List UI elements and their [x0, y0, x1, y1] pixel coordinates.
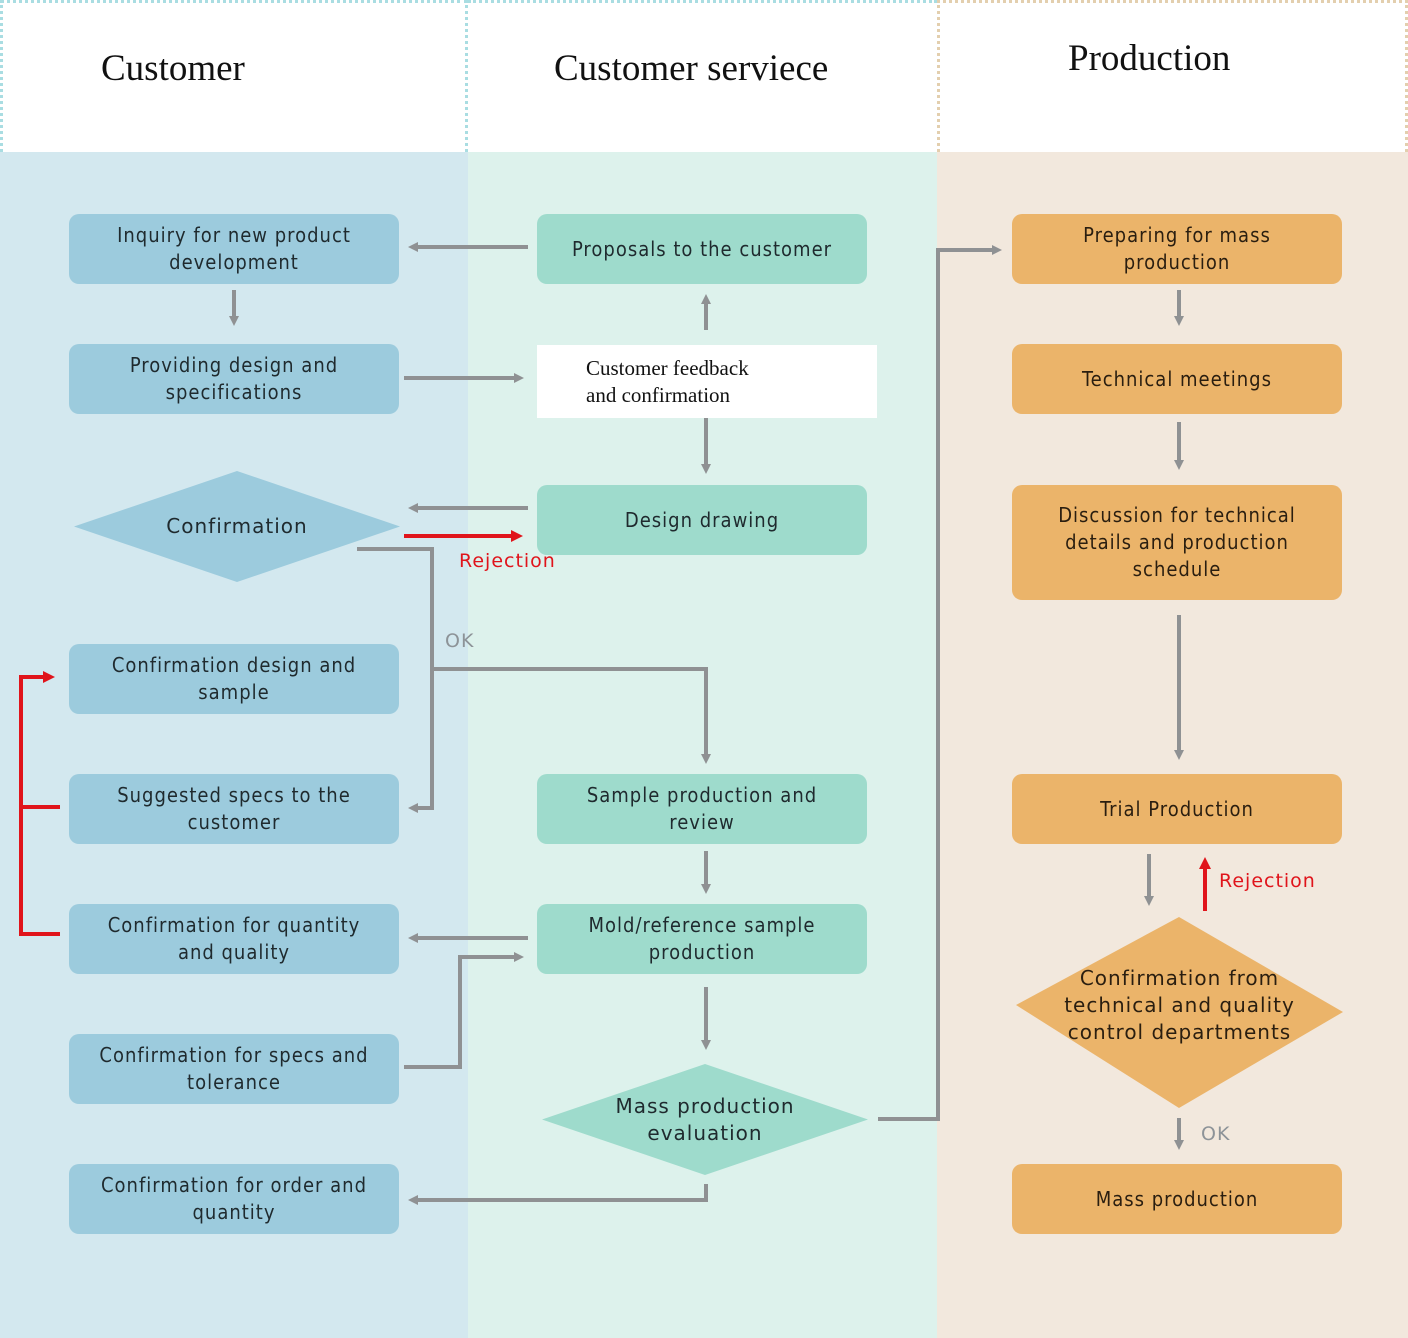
node-trial-production-label: Trial Production: [1100, 796, 1254, 821]
node-preparing-label: Preparing for mass production: [1083, 223, 1271, 274]
node-proposals[interactable]: Proposals to the customer: [537, 214, 867, 284]
node-inquiry[interactable]: Inquiry for new product development: [69, 214, 399, 284]
node-trial-production[interactable]: Trial Production: [1012, 774, 1342, 844]
decision-qc-confirmation[interactable]: Confirmation from technical and quality …: [1016, 917, 1343, 1108]
diamond-shape: [542, 1064, 868, 1175]
arrow-evaluation-to-order: [408, 1184, 708, 1205]
label-rejection-trial: Rejection: [1219, 870, 1316, 892]
node-inquiry-label: Inquiry for new product development: [117, 223, 351, 274]
node-providing-design-label: Providing design and specifications: [129, 353, 339, 404]
node-preparing[interactable]: Preparing for mass production: [1012, 214, 1342, 284]
diamond-shape: [74, 471, 400, 582]
lane-title-production: Production: [1068, 38, 1231, 79]
lane-title-customer: Customer: [101, 48, 245, 89]
diamond-shape: [1016, 917, 1343, 1108]
arrow-ok-to-sample: [432, 667, 711, 764]
node-design-drawing[interactable]: Design drawing: [537, 485, 867, 555]
node-confirm-specs-tolerance-label: Confirmation for specs and tolerance: [99, 1043, 369, 1094]
label-ok-qc: OK: [1201, 1123, 1231, 1145]
lane-title-service: Customer serviece: [554, 48, 829, 89]
node-technical-meetings[interactable]: Technical meetings: [1012, 344, 1342, 414]
node-suggested-specs-label: Suggested specs to the customer: [117, 783, 351, 834]
arrow-confirmation-ok: [357, 547, 434, 813]
lane-header-service: Customer serviece: [468, 0, 937, 152]
node-confirm-design-sample[interactable]: Confirmation design and sample: [69, 644, 399, 714]
node-confirm-order-qty-label: Confirmation for order and quantity: [100, 1173, 368, 1224]
decision-confirmation[interactable]: Confirmation: [74, 471, 400, 582]
lane-header-customer: Customer: [0, 0, 468, 152]
node-confirm-specs-tolerance[interactable]: Confirmation for specs and tolerance: [69, 1034, 399, 1104]
node-mass-production-label: Mass production: [1095, 1186, 1259, 1211]
node-proposals-label: Proposals to the customer: [571, 236, 833, 261]
node-confirm-design-sample-label: Confirmation design and sample: [111, 653, 357, 704]
decision-confirmation-label: Confirmation: [166, 514, 308, 538]
node-sample-production[interactable]: Sample production and review: [537, 774, 867, 844]
node-mold-sample-label: Mold/reference sample production: [588, 913, 816, 964]
node-mass-production[interactable]: Mass production: [1012, 1164, 1342, 1234]
node-technical-meetings-label: Technical meetings: [1082, 366, 1272, 391]
node-confirm-qty-quality[interactable]: Confirmation for quantity and quality: [69, 904, 399, 974]
arrow-specs-to-mold: [404, 952, 524, 1069]
node-design-drawing-label: Design drawing: [624, 507, 780, 532]
node-discussion-label: Discussion for technical details and pro…: [1058, 503, 1296, 581]
label-rejection-drawing: Rejection: [459, 550, 556, 572]
decision-mass-evaluation[interactable]: Mass production evaluation: [542, 1064, 868, 1175]
label-ok-confirmation: OK: [445, 630, 475, 652]
decision-qc-confirmation-label: Confirmation from technical and quality …: [1064, 966, 1295, 1044]
node-mold-sample[interactable]: Mold/reference sample production: [537, 904, 867, 974]
node-sample-production-label: Sample production and review: [586, 783, 818, 834]
node-providing-design[interactable]: Providing design and specifications: [69, 344, 399, 414]
node-confirm-qty-quality-label: Confirmation for quantity and quality: [107, 913, 361, 964]
node-suggested-specs[interactable]: Suggested specs to the customer: [69, 774, 399, 844]
node-customer-feedback[interactable]: Customer feedback and confirmation: [537, 345, 877, 418]
decision-mass-evaluation-label: Mass production evaluation: [615, 1093, 795, 1145]
node-discussion[interactable]: Discussion for technical details and pro…: [1012, 485, 1342, 600]
arrow-evaluation-to-preparing: [878, 245, 1002, 1121]
node-confirm-order-qty[interactable]: Confirmation for order and quantity: [69, 1164, 399, 1234]
lane-header-production: Production: [937, 0, 1408, 152]
